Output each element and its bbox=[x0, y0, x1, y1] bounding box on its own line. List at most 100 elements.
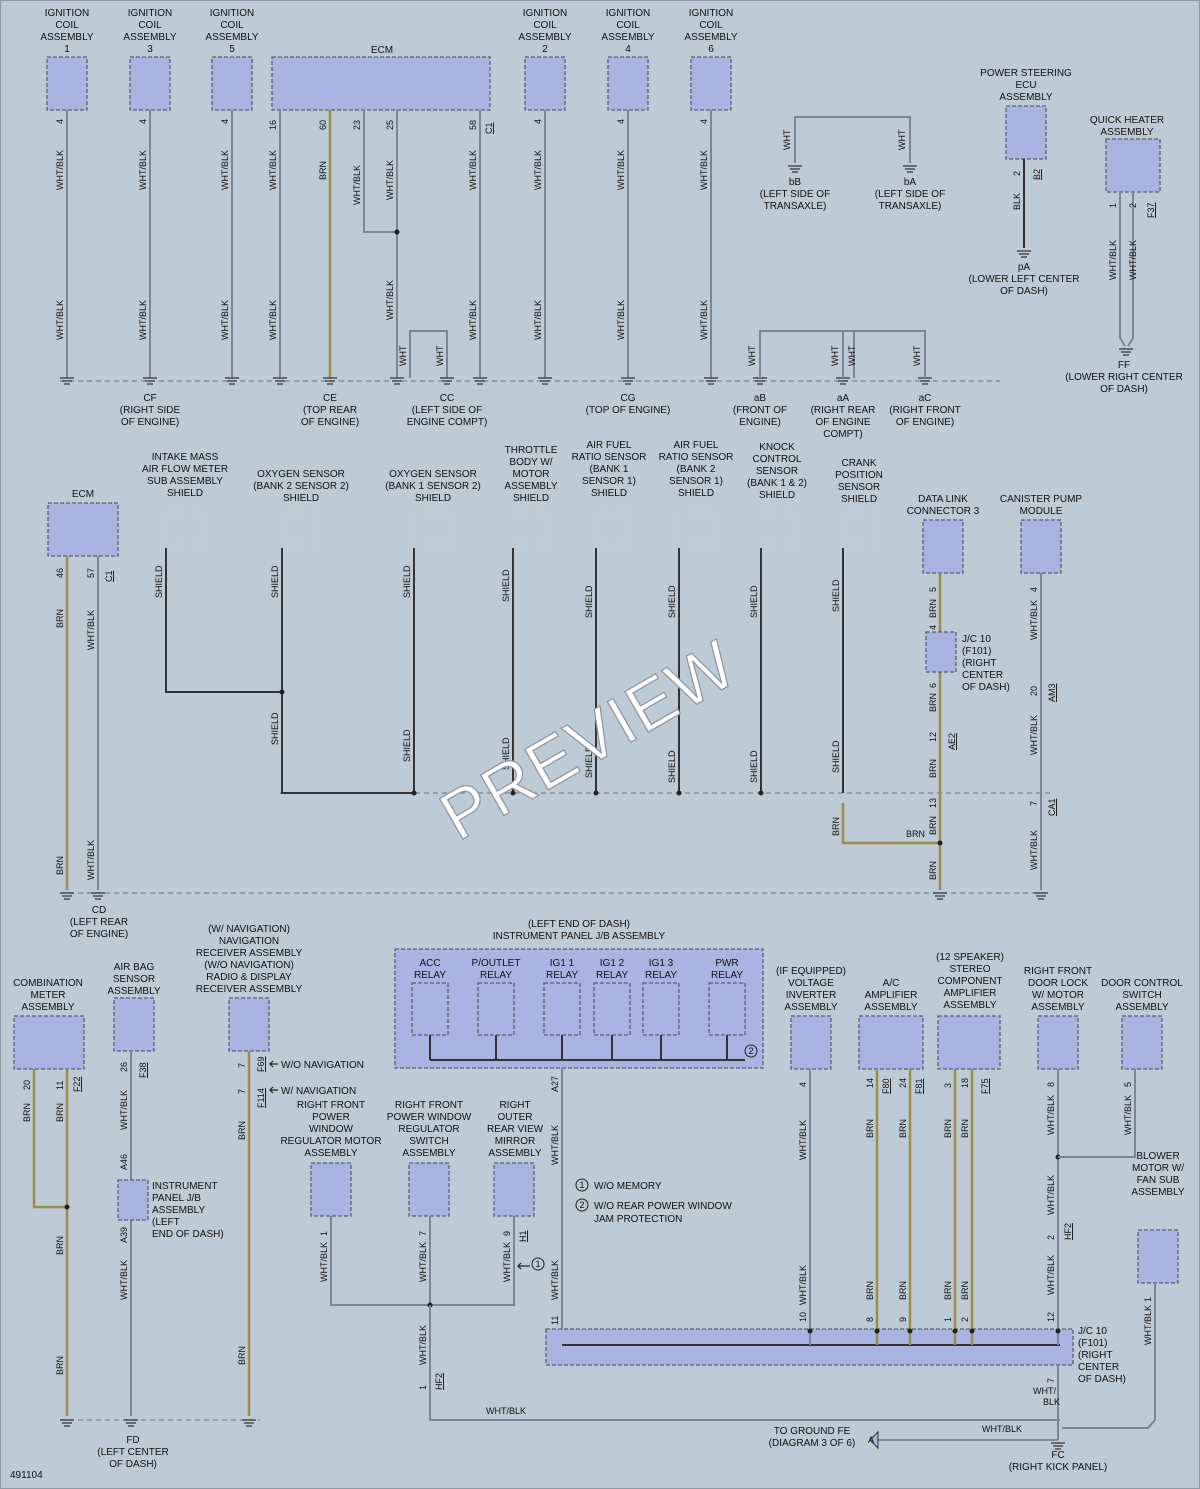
svg-text:20: 20 bbox=[22, 1080, 32, 1090]
svg-text:WHT/BLK: WHT/BLK bbox=[55, 300, 65, 340]
svg-text:5: 5 bbox=[1123, 1082, 1133, 1087]
ecm-mid-label: ECM bbox=[72, 489, 94, 500]
svg-text:A27: A27 bbox=[550, 1076, 560, 1092]
ecm-top-label: ECM bbox=[371, 45, 393, 56]
svg-text:1: 1 bbox=[1143, 1297, 1153, 1302]
svg-text:WHT/BLK: WHT/BLK bbox=[220, 300, 230, 340]
o2-b1s2-shield-icon bbox=[413, 506, 451, 552]
svg-text:2: 2 bbox=[1128, 203, 1138, 208]
svg-text:F80: F80 bbox=[881, 1078, 891, 1094]
svg-text:SHIELD: SHIELD bbox=[270, 712, 280, 745]
jc10-top-box bbox=[925, 631, 957, 673]
svg-text:1: 1 bbox=[579, 1180, 584, 1190]
rf-power-window-switch bbox=[408, 1162, 450, 1217]
svg-text:C1: C1 bbox=[104, 570, 114, 582]
svg-text:A39: A39 bbox=[119, 1227, 129, 1243]
to-ground-fe: TO GROUND FE(DIAGRAM 3 OF 6) bbox=[769, 1426, 856, 1449]
svg-text:7: 7 bbox=[1046, 1378, 1056, 1383]
svg-text:2: 2 bbox=[579, 1200, 584, 1210]
svg-text:F75: F75 bbox=[980, 1078, 990, 1094]
svg-text:B2: B2 bbox=[1032, 169, 1042, 180]
maf-shield-icon bbox=[166, 506, 204, 552]
svg-text:WHT/BLK: WHT/BLK bbox=[1123, 1095, 1133, 1135]
svg-text:SHIELD: SHIELD bbox=[831, 740, 841, 773]
svg-text:F37: F37 bbox=[1146, 202, 1156, 218]
relay-box bbox=[642, 982, 680, 1036]
svg-text:SHIELD: SHIELD bbox=[402, 565, 412, 598]
relay-box bbox=[477, 982, 515, 1036]
svg-text:BRN: BRN bbox=[55, 1236, 65, 1255]
ignition-coil-4 bbox=[607, 56, 649, 111]
svg-text:4: 4 bbox=[928, 625, 938, 630]
svg-text:WHT/BLK: WHT/BLK bbox=[982, 1424, 1022, 1434]
svg-text:4: 4 bbox=[533, 119, 543, 124]
svg-text:WHT/BLK: WHT/BLK bbox=[1128, 240, 1138, 280]
svg-text:4: 4 bbox=[798, 1082, 808, 1087]
svg-text:16: 16 bbox=[268, 120, 278, 130]
svg-text:6: 6 bbox=[928, 683, 938, 688]
svg-text:WHT/BLK: WHT/BLK bbox=[1046, 1095, 1056, 1135]
svg-text:WHT: WHT bbox=[847, 345, 857, 366]
svg-text:WHT/BLK: WHT/BLK bbox=[220, 150, 230, 190]
svg-text:11: 11 bbox=[55, 1081, 65, 1090]
svg-text:SHIELD: SHIELD bbox=[154, 565, 164, 598]
svg-text:BRN: BRN bbox=[906, 829, 925, 839]
svg-text:SHIELD: SHIELD bbox=[270, 565, 280, 598]
ignition-coil-6 bbox=[690, 56, 732, 111]
svg-text:BRN: BRN bbox=[865, 1119, 875, 1138]
svg-text:WHT/BLK: WHT/BLK bbox=[1143, 1305, 1153, 1345]
svg-text:WHT/BLK: WHT/BLK bbox=[798, 1120, 808, 1160]
svg-text:9: 9 bbox=[502, 1231, 512, 1236]
svg-text:23: 23 bbox=[352, 120, 362, 130]
combination-meter bbox=[13, 1015, 85, 1070]
svg-text:WHT/BLK: WHT/BLK bbox=[268, 150, 278, 190]
rf-power-window-motor bbox=[310, 1162, 352, 1217]
svg-text:WHT/BLK: WHT/BLK bbox=[385, 280, 395, 320]
svg-text:57: 57 bbox=[86, 568, 96, 578]
svg-text:BRN: BRN bbox=[960, 1281, 970, 1300]
svg-text:WHT/BLK: WHT/BLK bbox=[699, 150, 709, 190]
svg-text:WHT: WHT bbox=[398, 345, 408, 366]
svg-text:BRN: BRN bbox=[55, 609, 65, 628]
svg-text:BRN: BRN bbox=[928, 599, 938, 618]
wo-nav-note: W/O NAVIGATION bbox=[281, 1060, 364, 1071]
svg-text:WHT/BLK: WHT/BLK bbox=[533, 150, 543, 190]
stereo-amplifier bbox=[937, 1015, 1001, 1070]
svg-text:SHIELD: SHIELD bbox=[749, 750, 759, 783]
svg-text:CA1: CA1 bbox=[1047, 798, 1057, 816]
svg-text:4: 4 bbox=[1029, 587, 1039, 592]
svg-text:BRN: BRN bbox=[928, 693, 938, 712]
ignition-coil-1 bbox=[46, 56, 88, 111]
navigation-receiver bbox=[228, 997, 270, 1052]
relay-box bbox=[411, 982, 449, 1036]
svg-text:1: 1 bbox=[1108, 203, 1118, 208]
svg-text:4: 4 bbox=[55, 119, 65, 124]
svg-text:F38: F38 bbox=[138, 1062, 148, 1078]
svg-text:1: 1 bbox=[418, 1385, 428, 1390]
svg-text:WHT/BLK: WHT/BLK bbox=[502, 1242, 512, 1282]
svg-text:WHT/BLK: WHT/BLK bbox=[86, 610, 96, 650]
svg-text:BRN: BRN bbox=[943, 1119, 953, 1138]
svg-text:9: 9 bbox=[898, 1317, 908, 1322]
svg-text:WHT: WHT bbox=[435, 345, 445, 366]
svg-text:WHT/BLK: WHT/BLK bbox=[468, 300, 478, 340]
svg-text:2: 2 bbox=[1012, 171, 1022, 176]
svg-text:SHIELD: SHIELD bbox=[667, 750, 677, 783]
